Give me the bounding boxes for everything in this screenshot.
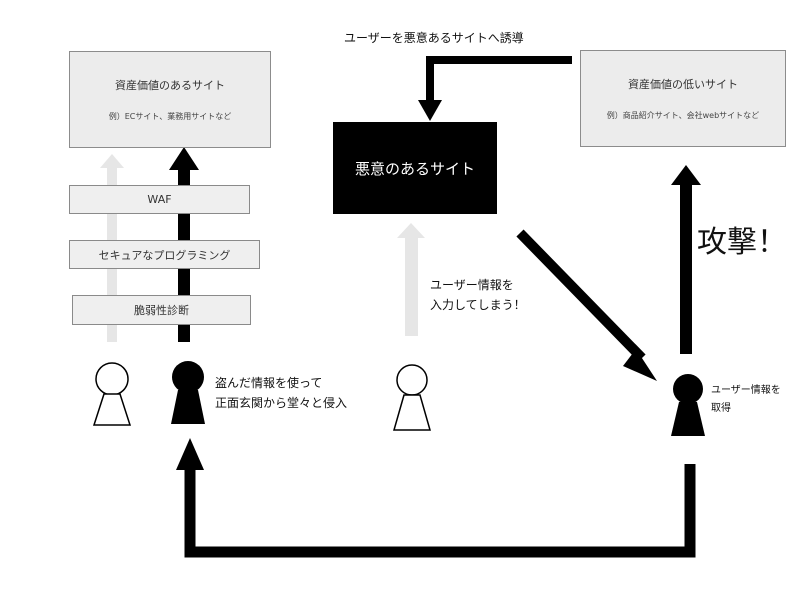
valuable-site-example: 例）ECサイト、業務用サイトなど (108, 112, 232, 121)
user-icon-center (393, 364, 431, 431)
lure-label: ユーザーを悪意あるサイトへ誘導 (344, 28, 524, 48)
steal-info-arrow-line (516, 229, 646, 362)
lure-arrow-head (418, 100, 442, 121)
faded-up-arrow-center (397, 223, 425, 336)
get-info-line-2: 取得 (711, 403, 731, 414)
attack-text: 攻撃！ (697, 225, 787, 260)
steal-info-label: 盗んだ情報を使って 正面玄関から堂々と侵入 (215, 373, 347, 413)
low-value-site-example: 例）商品紹介サイト、会社webサイトなど (606, 111, 760, 120)
input-warning-label: ユーザー情報を 入力してしまう！ (430, 275, 526, 315)
vulnerability-assessment-layer-label: 脆弱性診断 (134, 304, 189, 317)
secure-programming-layer-box: セキュアなプログラミング (69, 240, 260, 269)
malicious-site-title: 悪意のあるサイト (354, 159, 475, 178)
get-info-line-1: ユーザー情報を (711, 385, 781, 396)
secure-programming-layer-label: セキュアなプログラミング (98, 248, 231, 262)
malicious-site-box: 悪意のあるサイト (333, 122, 497, 214)
return-arrow-head (176, 438, 204, 470)
lure-arrow-path (426, 56, 572, 103)
valuable-site-box: 資産価値のあるサイト 例）ECサイト、業務用サイトなど (69, 51, 271, 148)
steal-info-line-2: 正面玄関から堂々と侵入 (215, 396, 348, 410)
steal-info-arrow-head (623, 349, 657, 381)
attack-label: 攻撃！ (697, 224, 787, 262)
attacker-icon-right (671, 374, 705, 436)
get-info-label: ユーザー情報を 取得 (711, 382, 781, 418)
vulnerability-assessment-layer-box: 脆弱性診断 (72, 295, 251, 325)
return-path (184, 464, 696, 558)
low-value-site-box: 資産価値の低いサイト 例）商品紹介サイト、会社webサイトなど (580, 50, 786, 147)
steal-info-line-1: 盗んだ情報を使って (215, 376, 323, 390)
user-icon-left (92, 362, 132, 426)
waf-layer-box: WAF (69, 185, 250, 214)
waf-layer-label: WAF (147, 193, 172, 206)
valuable-site-title: 資産価値のあるサイト (115, 79, 225, 92)
input-warning-line-1: ユーザー情報を (430, 278, 514, 292)
input-warning-line-2: 入力してしまう！ (430, 298, 526, 312)
low-value-site-title: 資産価値の低いサイト (628, 78, 738, 91)
attacker-icon-left (171, 361, 205, 424)
attack-up-arrow (671, 165, 701, 354)
lure-text: ユーザーを悪意あるサイトへ誘導 (344, 31, 524, 45)
